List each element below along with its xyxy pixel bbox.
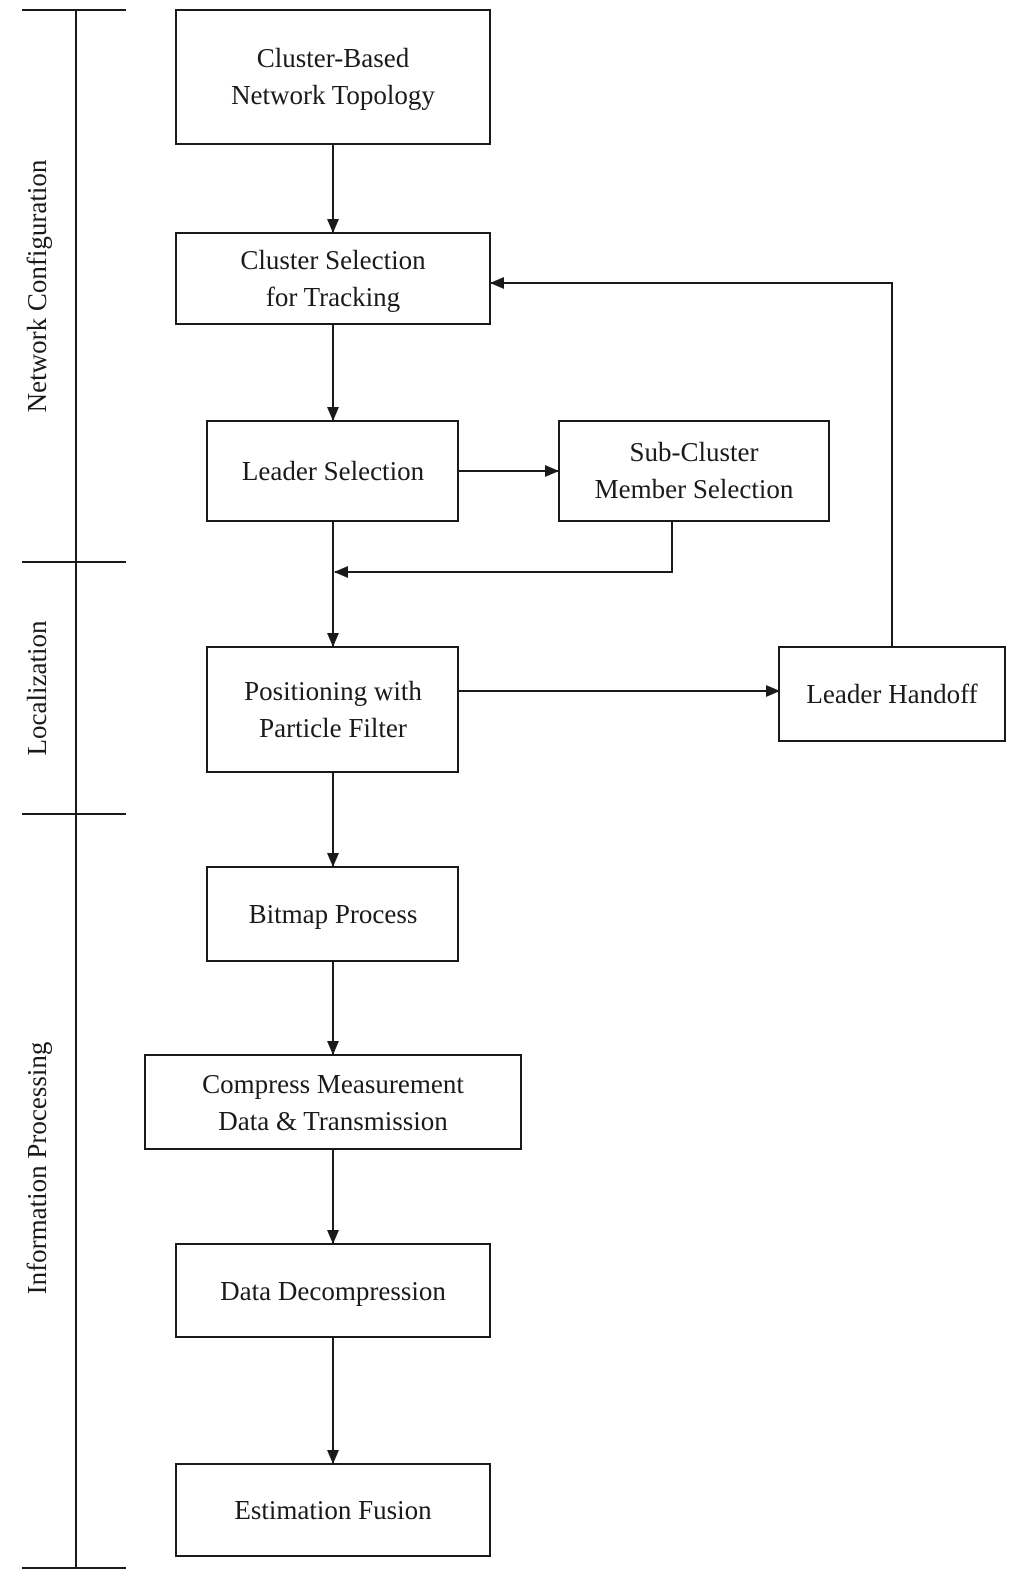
edge-leader-handoff-to-cluster-selection — [490, 277, 893, 647]
node-sub-cluster-member-selection: Sub-Cluster Member Selection — [558, 420, 830, 522]
edges — [327, 145, 893, 1464]
node-cluster-based-topology: Cluster-Based Network Topology — [175, 9, 491, 145]
node-label-line: Particle Filter — [259, 713, 407, 743]
node-label-line: Member Selection — [595, 474, 794, 504]
node-label-line: Leader Selection — [242, 456, 425, 486]
node-positioning-particle-filter: Positioning with Particle Filter — [206, 646, 459, 773]
node-compress-measurement: Compress Measurement Data & Transmission — [144, 1054, 522, 1150]
phase-label-localization: Localization — [22, 620, 52, 755]
phase-axis: Network Configuration Localization Infor… — [22, 9, 126, 1569]
node-label-line: Leader Handoff — [806, 679, 977, 709]
edge-sub-cluster-merge — [334, 522, 673, 578]
node-leader-selection: Leader Selection — [206, 420, 459, 522]
node-label-line: Estimation Fusion — [234, 1495, 432, 1525]
node-label-line: Data Decompression — [220, 1276, 446, 1306]
node-cluster-selection: Cluster Selection for Tracking — [175, 232, 491, 325]
node-label-line: for Tracking — [266, 282, 400, 312]
node-label-line: Data & Transmission — [218, 1106, 448, 1136]
node-bitmap-process: Bitmap Process — [206, 866, 459, 962]
node-label-line: Sub-Cluster — [629, 437, 758, 467]
node-leader-handoff: Leader Handoff — [778, 646, 1006, 742]
node-data-decompression: Data Decompression — [175, 1243, 491, 1338]
node-label-line: Bitmap Process — [249, 899, 418, 929]
phase-label-information-processing: Information Processing — [22, 1042, 52, 1295]
node-label-line: Positioning with — [244, 676, 422, 706]
phase-label-network-configuration: Network Configuration — [22, 159, 52, 412]
node-label-line: Cluster Selection — [240, 245, 426, 275]
node-label-line: Cluster-Based — [257, 43, 410, 73]
node-estimation-fusion: Estimation Fusion — [175, 1463, 491, 1557]
node-label-line: Compress Measurement — [202, 1069, 464, 1099]
node-label-line: Network Topology — [231, 80, 435, 110]
